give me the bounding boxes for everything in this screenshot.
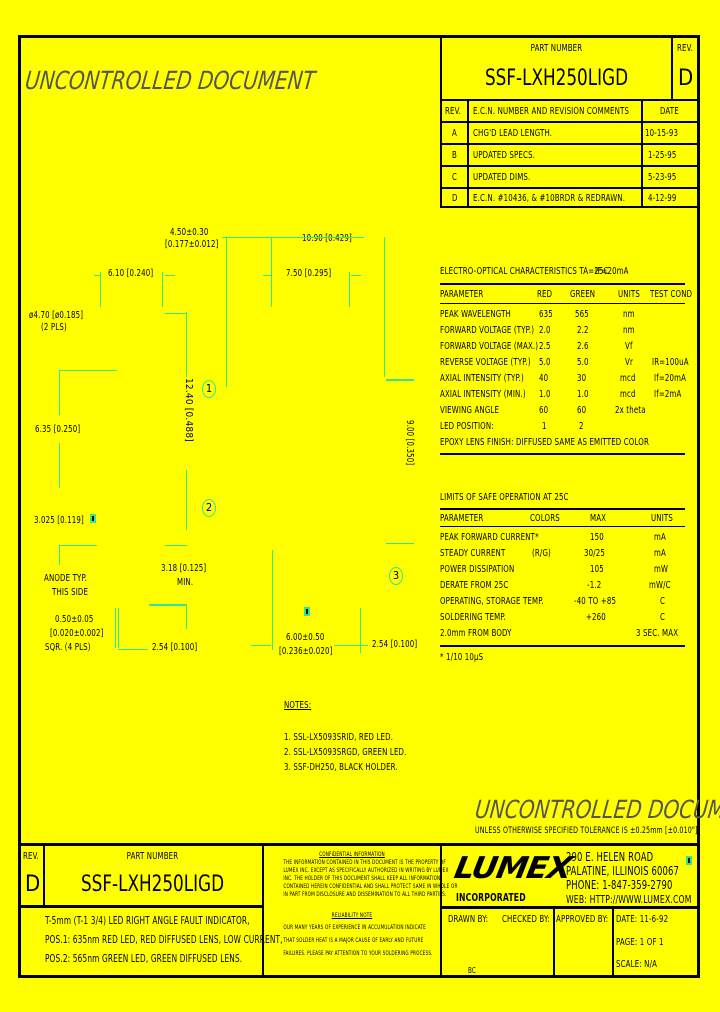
drawing-date: DATE: 11-6-92	[616, 914, 669, 925]
drawing-frame	[18, 35, 700, 978]
dim-10.90: 10.90 [0.429]	[302, 233, 352, 244]
rev-a: A	[452, 128, 457, 139]
tolerance-note: UNLESS OTHERWISE SPECIFIED TOLERANCE IS …	[475, 826, 698, 836]
dim-3.18: 3.18 [0.125]	[161, 563, 207, 574]
rev-b-date: 1-25-95	[648, 150, 677, 161]
description-line: POS.2: 565nm GREEN LED, GREEN DIFFUSED L…	[44, 953, 243, 965]
confidential-notice: CONFIDENTIAL INFORMATION THE INFORMATION…	[283, 851, 458, 957]
marker-square-3	[686, 856, 692, 865]
rev-c-date: 5-23-95	[648, 172, 677, 183]
dim-3.025: 3.025 [0.119]	[34, 515, 84, 526]
description-line: T-5mm (T-1 3/4) LED RIGHT ANGLE FAULT IN…	[44, 915, 250, 927]
bottom-part-number: SSF-LXH250LIGD	[80, 872, 225, 897]
dim-0.020: [0.020±0.002]	[50, 628, 104, 639]
dim-diameter: ø4.70 [ø0.185]	[29, 310, 84, 321]
part-number-label: PART NUMBER	[530, 43, 583, 54]
company-address2: PALATINE, ILLINOIS 60067	[566, 864, 680, 878]
part-number: SSF-LXH250LIGD	[484, 66, 629, 91]
dim-12.40: 12.40 [0.488]	[183, 378, 194, 442]
dim-sqr: SQR. (4 PLS)	[45, 642, 91, 653]
rev-header: REV.	[445, 106, 461, 117]
rev-c-comment: UPDATED DIMS.	[473, 172, 531, 183]
callout-3: 3	[389, 567, 403, 585]
eo-footer: EPOXY LENS FINISH: DIFFUSED SAME AS EMIT…	[440, 437, 649, 448]
safe-header-max: MAX	[590, 513, 607, 524]
notes: NOTES: 1. SSL-LX5093SRID, RED LED. 2. SS…	[284, 700, 434, 780]
rev-b: B	[452, 150, 457, 161]
safe-header-colors: COLORS	[530, 513, 560, 524]
watermark-top: UNCONTROLLED DOCUMENT	[23, 66, 317, 95]
anode-label: ANODE TYP.	[44, 573, 88, 584]
rev-a-date: 10-15-93	[645, 128, 679, 139]
dim-2.54-left: 2.54 [0.100]	[152, 642, 198, 653]
comments-header: E.C.N. NUMBER AND REVISION COMMENTS	[473, 106, 630, 117]
callout-2: 2	[202, 499, 216, 517]
safe-header-units: UNITS	[651, 513, 673, 524]
eo-condition: IF=20mA	[595, 266, 629, 277]
eo-title: ELECTRO-OPTICAL CHARACTERISTICS TA=25C	[440, 266, 609, 277]
dim-4.50: 4.50±0.30	[170, 227, 209, 238]
dim-7.50: 7.50 [0.295]	[286, 268, 332, 279]
eo-header-units: UNITS	[618, 289, 640, 300]
note-item: 2. SSL-LX5093SRGD, GREEN LED.	[284, 747, 407, 758]
title-block-bottom: REV. D PART NUMBER SSF-LXH250LIGD T-5mm …	[18, 845, 458, 978]
dim-min: MIN.	[177, 577, 194, 588]
note-item: 3. SSF-DH250, BLACK HOLDER.	[284, 762, 398, 773]
safe-header-param: PARAMETER	[440, 513, 484, 524]
scale: SCALE: N/A	[616, 959, 658, 970]
description-line: POS.1: 635nm RED LED, RED DIFFUSED LENS,…	[44, 934, 283, 946]
callout-1: 1	[202, 380, 216, 398]
safe-title: LIMITS OF SAFE OPERATION AT 25C	[440, 492, 569, 503]
checked-by-label: CHECKED BY:	[502, 914, 550, 925]
dim-0.177: [0.177±0.012]	[165, 239, 219, 250]
dim-0.50: 0.50±0.05	[55, 614, 94, 625]
rev-b-comment: UPDATED SPECS.	[473, 150, 536, 161]
rev-label: REV.	[677, 43, 693, 54]
title-block-top: PART NUMBER SSF-LXH250LIGD REV. D	[440, 35, 700, 101]
date-header: DATE	[660, 106, 679, 117]
lumex-logo: LUMEX	[451, 851, 574, 886]
anode-side-label: THIS SIDE	[52, 587, 89, 598]
rev-d: D	[452, 193, 458, 204]
rev-d-date: 4-12-99	[648, 193, 677, 204]
dim-9.00: 9.00 [0.350]	[404, 420, 415, 466]
electro-optical-table: ELECTRO-OPTICAL CHARACTERISTICS TA=25C I…	[440, 266, 692, 456]
marker-square-2	[304, 607, 310, 616]
eo-header-cond: TEST COND	[650, 289, 693, 300]
marker-square	[90, 514, 96, 523]
dim-6.00: 6.00±0.50	[286, 632, 325, 643]
drawn-by-initials: BC	[468, 966, 476, 975]
rev-value: D	[678, 66, 694, 91]
company-block: LUMEX INCORPORATED 290 E. HELEN ROAD PAL…	[440, 845, 700, 978]
rev-d-comment: E.C.N. #10436, & #10BRDR & REDRAWN.	[473, 193, 626, 204]
company-web[interactable]: WEB: HTTP://WWW.LUMEX.COM	[566, 893, 692, 906]
dim-2.54-right: 2.54 [0.100]	[372, 639, 418, 650]
company-address1: 290 E. HELEN ROAD	[566, 850, 654, 864]
eo-header-red: RED	[537, 289, 553, 300]
page-number: PAGE: 1 OF 1	[616, 937, 664, 948]
safe-operation-table: LIMITS OF SAFE OPERATION AT 25C PARAMETE…	[440, 492, 688, 672]
dim-0.236: [0.236±0.020]	[279, 646, 333, 657]
bottom-rev-label: REV.	[23, 851, 39, 862]
dim-6.10: 6.10 [0.240]	[108, 268, 154, 279]
company-sub: INCORPORATED	[456, 891, 526, 904]
eo-header-green: GREEN	[570, 289, 596, 300]
approved-by-label: APPROVED BY:	[556, 914, 609, 925]
rev-c: C	[452, 172, 458, 183]
safe-footnote: * 1/10 10µS	[440, 652, 484, 663]
rev-a-comment: CHG'D LEAD LENGTH.	[473, 128, 553, 139]
bottom-part-number-label: PART NUMBER	[126, 851, 179, 862]
dim-6.35: 6.35 [0.250]	[35, 424, 81, 435]
eo-header-param: PARAMETER	[440, 289, 484, 300]
company-phone: PHONE: 1-847-359-2790	[566, 878, 673, 892]
dim-2pls: (2 PLS)	[41, 322, 67, 333]
bottom-rev: D	[25, 872, 41, 897]
notes-title: NOTES:	[284, 700, 312, 711]
drawn-by-label: DRAWN BY:	[448, 914, 489, 925]
watermark-bottom: UNCONTROLLED DOCUMENT	[473, 795, 720, 824]
note-item: 1. SSL-LX5093SRID, RED LED.	[284, 732, 394, 743]
revision-table: REV. E.C.N. NUMBER AND REVISION COMMENTS…	[440, 99, 700, 208]
